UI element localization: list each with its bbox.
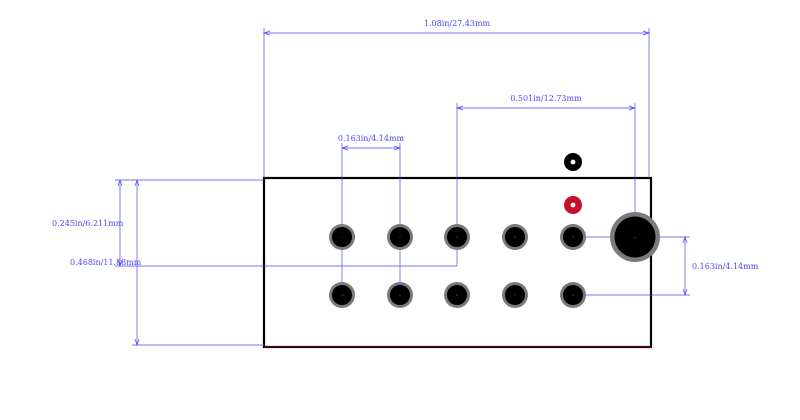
pad: 5: [560, 224, 586, 250]
pad-label: 4: [514, 235, 516, 239]
large-pad: 11: [610, 212, 660, 262]
dimension-pad-pitch-horizontal: [340, 143, 402, 295]
dimension-left-height-inner-label: 0.245in/6.211mm: [52, 219, 124, 228]
dimension-offset-large-pad: [455, 103, 637, 266]
origin-marker-black: [564, 153, 582, 171]
large-pad-label: 11: [633, 236, 637, 240]
pad-array: 1 2 3 4 5 10 9 8 7 6: [329, 224, 586, 308]
dimension-left-height-outer-label: 0.468in/11.88mm: [70, 258, 142, 267]
pad: 6: [560, 282, 586, 308]
dimension-offset-large-pad-label: 0.501in/12.73mm: [510, 94, 582, 103]
dimension-pad-pitch-vertical: [573, 235, 690, 297]
pad-label: 7: [514, 293, 516, 297]
dimension-pad-pitch-horizontal-label: 0.163in/4.14mm: [338, 134, 405, 143]
pad: 1: [329, 224, 355, 250]
dimension-overall-width-label: 1.08in/27.43mm: [424, 19, 491, 28]
pad-label: 6: [572, 293, 574, 297]
pad: 9: [387, 282, 413, 308]
dimension-overall-width: [262, 28, 651, 178]
pad: 2: [387, 224, 413, 250]
pad-label: 9: [399, 293, 401, 297]
pad-label: 5: [572, 235, 574, 239]
pad: 4: [502, 224, 528, 250]
pad: 7: [502, 282, 528, 308]
component-outline: [262, 176, 653, 349]
pad-label: 1: [341, 235, 343, 239]
dimension-pad-pitch-vertical-label: 0.163in/4.14mm: [692, 262, 759, 271]
dimension-left-height-outer: [132, 178, 264, 347]
dimension-left-height-inner: [115, 178, 457, 268]
pad-label: 3: [456, 235, 458, 239]
pad-label: 2: [399, 235, 401, 239]
pad-label: 8: [456, 293, 458, 297]
pin1-marker-red: [564, 196, 582, 214]
pad-label: 10: [340, 293, 344, 297]
pad: 10: [329, 282, 355, 308]
pad: 8: [444, 282, 470, 308]
pad: 3: [444, 224, 470, 250]
